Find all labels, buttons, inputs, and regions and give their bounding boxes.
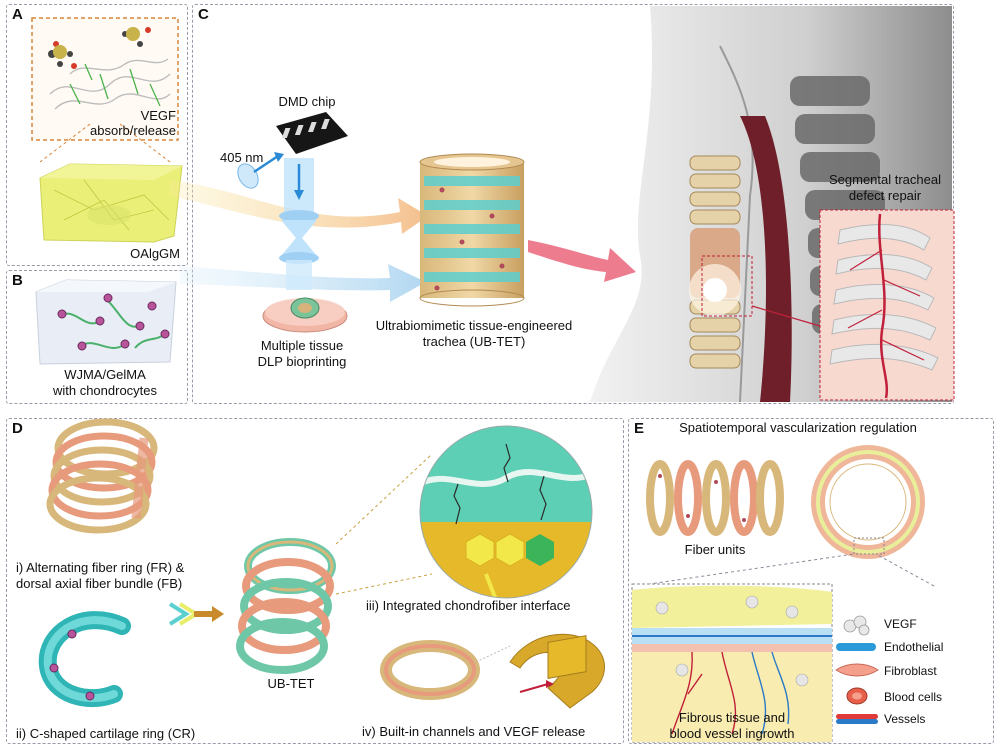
repair-caption-line1: Segmental tracheal [828,172,941,187]
panel-c [192,4,954,404]
vessel-ingrowth-section [631,583,833,743]
vessel-icon [836,714,878,724]
fiber-ring-caption-line1: i) Alternating fiber ring (FR) & [16,560,185,575]
assembly-arrow [168,602,224,626]
interface-caption: iii) Integrated chondrofiber interface [366,598,571,613]
dmd-chip [276,112,348,154]
vegf-molecule-illustration [31,17,179,163]
panel-d-letter: D [12,420,23,437]
legend-label-blood-cells: Blood cells [884,690,943,704]
panel-c-letter: C [198,6,209,23]
panel-d [6,418,624,744]
zoom-guides [635,553,935,587]
oalggm-label: OAlgGM [130,246,180,261]
vascularization-title: Spatiotemporal vascularization regulatio… [679,420,917,435]
legend-label-endothelial: Endothelial [884,640,944,654]
wjma-gelma-caption-line1: WJMA/GelMA [64,367,146,382]
ingrowth-caption-line2: blood vessel ingrowth [669,726,795,741]
ub-tet-caption-line1: Ultrabiomimetic tissue-engineered [375,318,573,333]
ub-tet-caption-line2: trachea (UB-TET) [422,334,526,349]
petri-dish-print [262,297,348,333]
dmd-chip-label: DMD chip [278,94,336,109]
channel-ring-zoom [380,633,605,709]
legend-label-fibroblast: Fibroblast [884,664,937,678]
flow-arrow-from-a [170,180,428,234]
tracheal-repair-inset [819,209,955,401]
ring-cross-section [811,445,925,559]
ub-tet-cylinder [419,153,525,307]
fiber-ring-stack [46,418,158,534]
ub-tet-center-label: UB-TET [267,676,315,691]
chondrofiber-interface-zoom [335,425,593,599]
bioprinting-caption-line1: Multiple tissue [260,338,344,353]
vegf-absorb-caption-line1: VEGF [140,108,176,123]
oalggm-hydrogel-block [39,163,183,243]
panel-b [6,270,188,404]
implant-arrow [528,240,636,282]
legend-label-vegf: VEGF [884,617,917,631]
channels-caption: iv) Built-in channels and VEGF release [362,724,586,739]
laser-wavelength-label: 405 nm [220,150,264,165]
panel-b-letter: B [12,272,23,289]
panel-a-letter: A [12,6,23,23]
fiber-ring-caption-line2: dorsal axial fiber bundle (FB) [16,576,183,591]
blood-cell-icon [846,687,868,705]
c-shaped-cartilage-ring [38,611,131,708]
bioprinting-caption-line2: DLP bioprinting [257,354,347,369]
dlp-optics-path [237,152,319,290]
fibroblast-icon [835,663,879,677]
repair-caption-line2: defect repair [848,188,922,203]
vegf-absorb-caption-line2: absorb/release [90,123,176,138]
vegf-icon [843,615,870,636]
endothelial-icon [836,643,876,651]
legend-label-vessels: Vessels [884,712,926,726]
fiber-units-label: Fiber units [684,542,746,557]
panel-a [6,4,188,266]
wjma-gelma-caption-line2: with chondrocytes [52,383,158,398]
panel-e-letter: E [634,420,645,437]
fiber-units-illustration [646,460,784,536]
panel-e [628,418,994,744]
ingrowth-caption-line1: Fibrous tissue and [678,710,786,725]
wjma-gelma-hydrogel-block [35,279,177,365]
cartilage-caption: ii) C-shaped cartilage ring (CR) [16,726,196,741]
ub-tet-assembled [236,538,336,674]
